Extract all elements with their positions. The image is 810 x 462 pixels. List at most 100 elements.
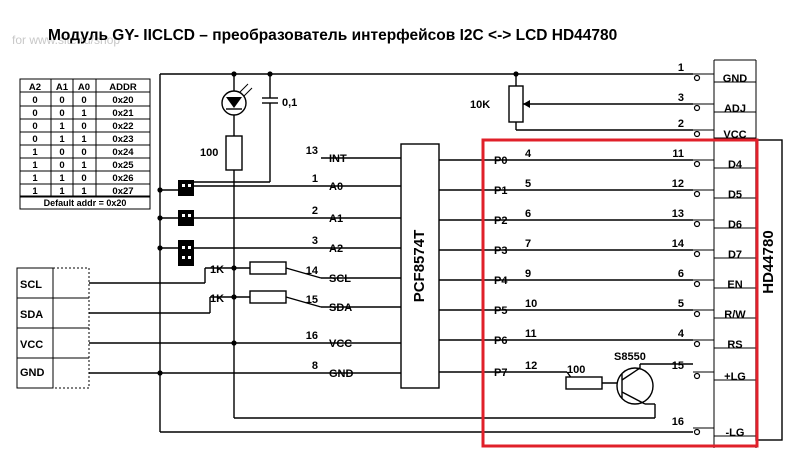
lcd-pin-label: -LG (726, 427, 745, 439)
table-cell: 1 (59, 173, 65, 184)
table-header-a1: A1 (56, 82, 69, 93)
ic-left-pin-number: 8 (312, 360, 318, 372)
table-cell: 0x24 (112, 147, 134, 158)
potentiometer-label: 10K (470, 99, 490, 111)
capacitor-label: 0,1 (282, 97, 297, 109)
table-cell: 1 (32, 186, 38, 197)
lcd-pin-number: 12 (672, 178, 684, 190)
ic-right-pin-number: 12 (525, 360, 537, 372)
table-cell: 1 (81, 186, 87, 197)
table-cell: 0 (59, 147, 64, 158)
ic-right-pin-label: P3 (494, 245, 507, 257)
ic-right-pin-label: P1 (494, 185, 507, 197)
lcd-pin-number: 11 (672, 148, 684, 160)
lcd-pin-terminal (693, 74, 701, 82)
table-cell: 0 (81, 121, 86, 132)
table-cell: 0 (59, 160, 64, 171)
lcd-pin-terminal (693, 310, 701, 318)
diagram-title: Модуль GY- IICLCD – преобразователь инте… (48, 27, 617, 44)
ic-left-pin-label: A0 (329, 181, 343, 193)
table-cell: 0 (59, 95, 64, 106)
table-cell: 1 (32, 173, 38, 184)
table-cell: 0 (81, 147, 86, 158)
table-header-a0: A0 (78, 82, 90, 93)
table-cell: 1 (59, 186, 65, 197)
transistor-label: S8550 (614, 351, 646, 363)
ic-right-pin-label: P5 (494, 305, 507, 317)
table-cell: 0x26 (112, 173, 133, 184)
ic-right-pin-number: 10 (525, 298, 537, 310)
lcd-pin-number: 5 (678, 298, 684, 310)
potentiometer-10k (508, 85, 524, 123)
ic-left-pin-label: VCC (329, 338, 352, 350)
pcf8574t-chip: PCF8574T (400, 143, 440, 389)
resistor-1k-scl (249, 261, 287, 275)
highlight-box (481, 138, 759, 448)
lcd-pin-terminal (693, 160, 701, 168)
ic-left-pin-label: INT (329, 153, 347, 165)
lcd-pin-label: EN (727, 279, 742, 291)
table-cell: 1 (81, 108, 87, 119)
table-cell: 1 (81, 134, 87, 145)
table-header-a2: A2 (29, 82, 41, 93)
resistor-100-bottom-label: 100 (567, 364, 585, 376)
lcd-pin-label: D6 (728, 219, 742, 231)
ic-left-pin-label: SCL (329, 273, 351, 285)
resistor-1k-scl-label: 1K (210, 264, 224, 276)
table-cell: 1 (59, 121, 65, 132)
resistor-100-top-label: 100 (200, 147, 218, 159)
table-cell: 0x22 (112, 121, 133, 132)
lcd-pin-terminal (693, 372, 701, 380)
ic-left-pin-label: GND (329, 368, 354, 380)
table-cell: 0 (32, 108, 37, 119)
table-cell: 1 (81, 160, 87, 171)
lcd-pin-terminal (693, 340, 701, 348)
header-pin-scl: SCL (20, 279, 42, 291)
table-cell: 0x21 (112, 108, 134, 119)
resistor-1k-sda (249, 290, 287, 304)
ic-right-pin-label: P2 (494, 215, 507, 227)
ic-right-pin-number: 5 (525, 178, 531, 190)
lcd-pin-terminal (693, 190, 701, 198)
lcd-pin-label: R/W (724, 309, 746, 321)
ic-left-pin-label: A1 (329, 213, 343, 225)
lcd-pin-number: 6 (678, 268, 684, 280)
ic-right-pin-label: P4 (494, 275, 508, 287)
lcd-pin-terminal (693, 428, 701, 436)
ic-left-pin-label: A2 (329, 243, 343, 255)
ic-left-pin-number: 13 (306, 145, 318, 157)
ic-right-pin-label: P0 (494, 155, 507, 167)
table-cell: 0 (32, 121, 37, 132)
lcd-pin-number: 16 (672, 416, 684, 428)
table-footer: Default addr = 0x20 (44, 198, 127, 208)
watermark: for www.site.ru/shop (12, 33, 120, 47)
hd44780-lcd: HD44780 (713, 59, 783, 448)
ic-left-pin-number: 3 (312, 235, 318, 247)
lcd-pin-terminal (693, 130, 701, 138)
table-cell: 1 (59, 134, 65, 145)
lcd-pin-label: +LG (724, 371, 746, 383)
lcd-pin-number: 13 (672, 208, 684, 220)
ic-left-pin-label: SDA (329, 302, 352, 314)
ic-right-pin-label: P7 (494, 367, 507, 379)
ic-left-pin-number: 1 (312, 173, 318, 185)
i2c-header-connector: SCL SDA VCC GND (16, 267, 90, 389)
table-cell: 0 (32, 134, 37, 145)
table-cell: 0x23 (112, 134, 133, 145)
header-pin-gnd: GND (20, 367, 45, 379)
ic-right-pin-number: 7 (525, 238, 531, 250)
lcd-pin-terminal (693, 250, 701, 258)
lcd-pin-number: 15 (672, 360, 684, 372)
ic-left-pin-number: 16 (306, 330, 318, 342)
resistor-100-top (225, 135, 243, 171)
lcd-pin-number: 4 (678, 328, 685, 340)
ic-left-pin-number: 2 (312, 205, 318, 217)
lcd-pin-number: 2 (678, 118, 684, 130)
lcd-pin-number: 1 (678, 62, 684, 74)
ic-right-pin-number: 11 (525, 328, 537, 340)
lcd-pin-label: D5 (728, 189, 742, 201)
lcd-pin-label: D7 (728, 249, 742, 261)
table-cell: 0x27 (112, 186, 133, 197)
